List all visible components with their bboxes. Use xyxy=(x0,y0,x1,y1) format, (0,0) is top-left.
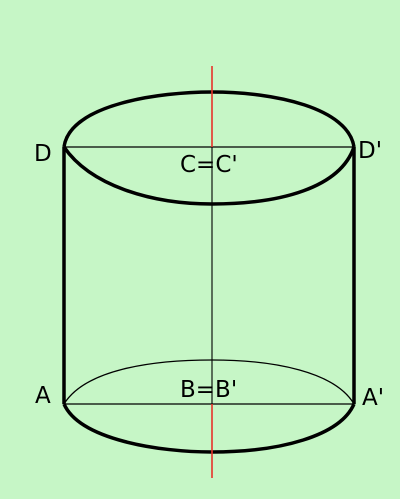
label-point-a: A xyxy=(35,383,51,409)
label-point-c-equals-c-prime: C=C' xyxy=(180,152,238,178)
label-point-d-prime: D' xyxy=(358,138,382,164)
label-point-b-equals-b-prime: B=B' xyxy=(180,377,237,403)
label-point-d: D xyxy=(34,141,52,167)
label-point-a-prime: A' xyxy=(362,385,384,411)
